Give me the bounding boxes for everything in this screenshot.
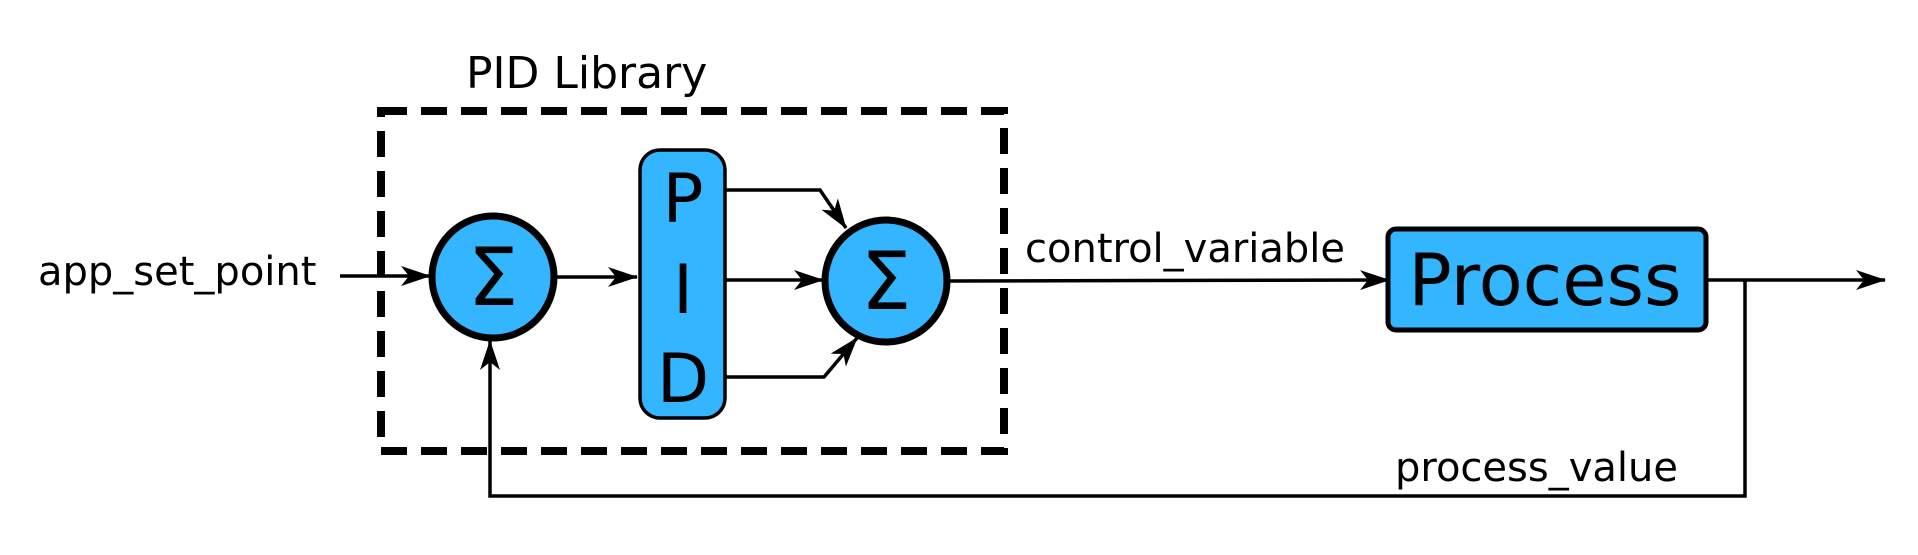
derivative-term-label: D [657, 340, 709, 419]
output-summing-junction [821, 216, 951, 346]
error-summing-junction [428, 212, 558, 342]
output-sigma-icon: Σ [861, 235, 912, 328]
error-sigma-icon: Σ [468, 231, 519, 324]
control-variable-label: control_variable [1025, 226, 1345, 272]
control-variable-arrow [948, 270, 1390, 291]
derivative-output-arrow [725, 336, 859, 379]
process-value-label: process_value [1395, 445, 1678, 491]
proportional-term-label: P [662, 160, 703, 239]
proportional-output-arrow [725, 188, 848, 229]
process-label: Process [1408, 238, 1681, 322]
app-set-point-label: app_set_point [38, 249, 316, 295]
pid-terms-block [638, 148, 727, 420]
integral-term-label: I [673, 251, 693, 330]
pid-library-title: PID Library [466, 48, 707, 99]
feedback-path-arrow [480, 280, 1747, 498]
